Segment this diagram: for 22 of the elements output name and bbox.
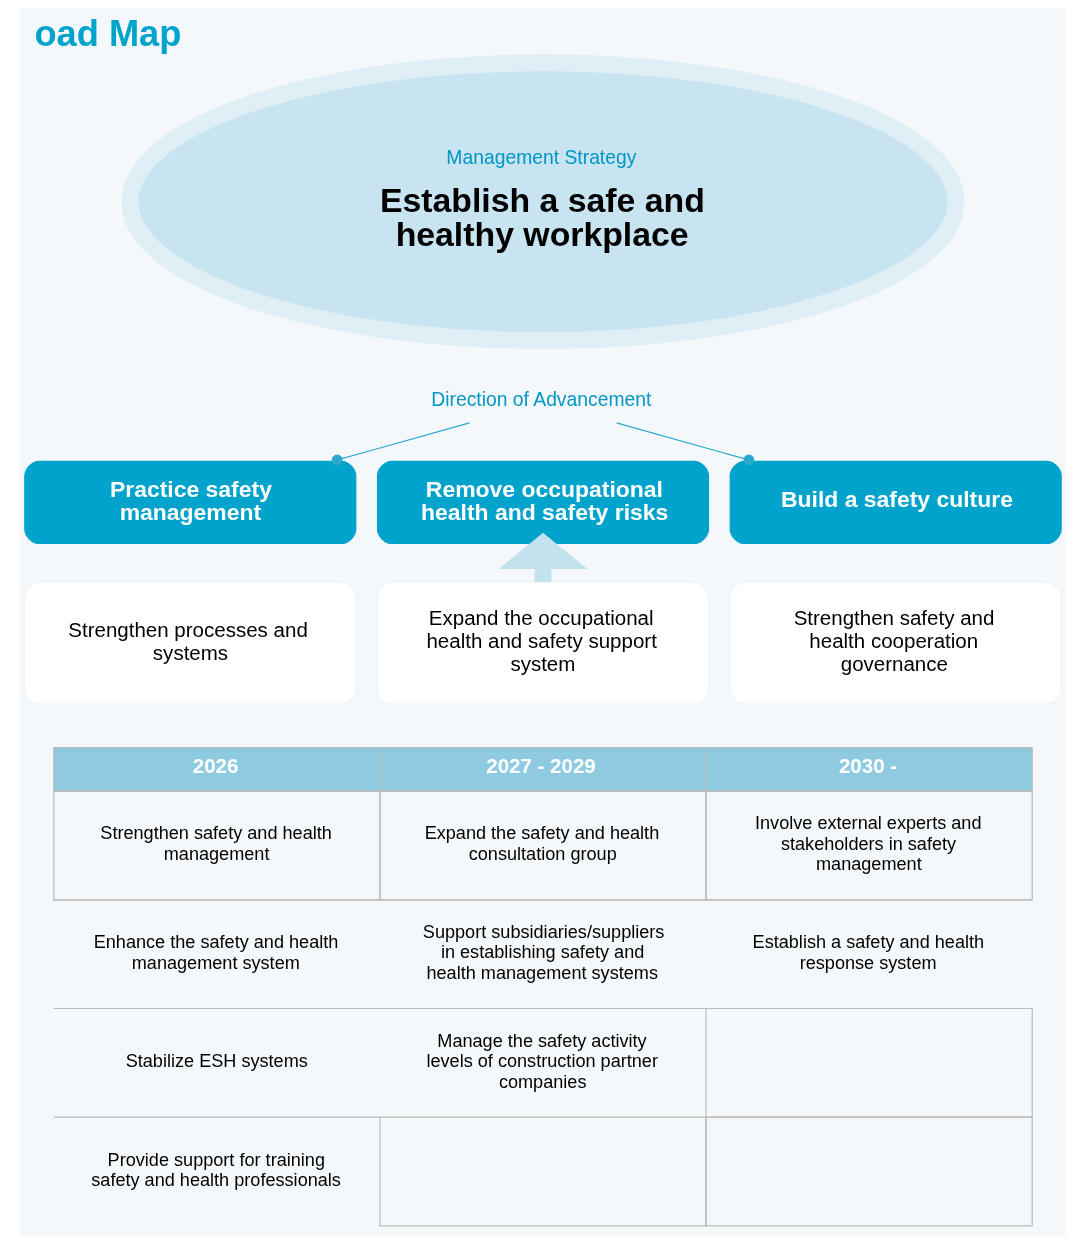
label: 2027 - 2029 — [486, 754, 596, 778]
diagram-title: oad Map — [34, 12, 182, 54]
node-box: Expand the occupational health and safety support system — [376, 581, 710, 705]
label: Involve external experts and stakeholders in safety management — [754, 813, 982, 875]
node-text: Direction of Advancement — [431, 388, 652, 410]
label: 2030 - — [838, 754, 898, 778]
label: Support subsidiaries/suppliers in establishing safety and health management systems — [422, 921, 665, 983]
label: 2026 — [192, 754, 239, 778]
connector — [615, 422, 755, 466]
label: Manage the safety activity levels of construction partner companies — [426, 1030, 658, 1092]
connector — [331, 422, 471, 466]
label: Establish a safety and health response system — [752, 932, 985, 973]
label: Strengthen safety and health management — [100, 823, 332, 864]
label: Enhance the safety and health management system — [93, 932, 339, 973]
node-ellipse: Management Strategy Establish a safe and healthy workplace — [121, 54, 965, 350]
node-box: Remove occupational health and safety risks — [376, 460, 710, 545]
label: Provide support for training safety and health professionals — [91, 1149, 341, 1191]
node-box: Build a safety culture — [729, 460, 1062, 545]
label: Expand the safety and health consultation group — [424, 823, 660, 864]
label: Stabilize ESH systems — [125, 1051, 308, 1072]
node-box: Practice safety management — [24, 460, 357, 545]
arrow — [498, 532, 588, 582]
